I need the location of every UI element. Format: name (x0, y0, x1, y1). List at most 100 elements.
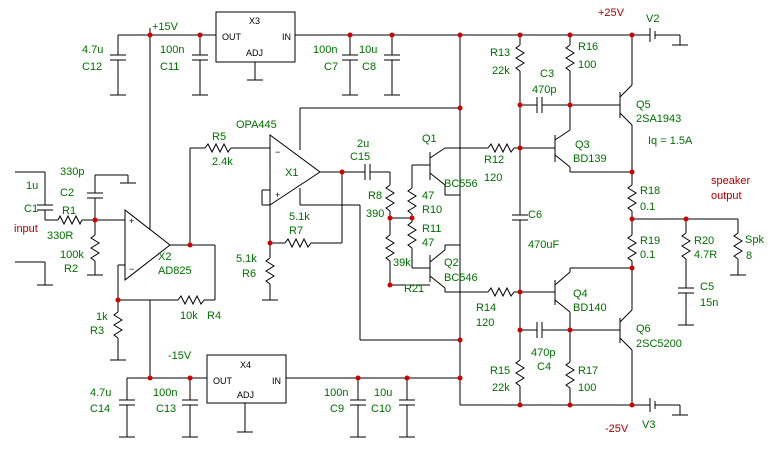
pos15-label: +15V (152, 21, 179, 33)
r4-val: 10k (180, 310, 198, 322)
x1-ref: X1 (285, 167, 298, 179)
c7-val: 100n (313, 44, 337, 56)
c8-ref: C8 (362, 61, 376, 73)
c10-val: 10u (374, 387, 392, 399)
transistor-q6 (619, 265, 633, 405)
r1-val: 330R (47, 230, 73, 242)
r5-val: 2.4k (212, 156, 233, 168)
transistor-q2 (412, 245, 488, 293)
neg15-label: -15V (168, 350, 192, 362)
c15-val: 2u (357, 138, 369, 150)
c10-ref: C10 (371, 403, 391, 415)
r15-val: 22k (492, 382, 510, 394)
r9-val: 39k (393, 257, 411, 269)
x3-out-pin: OUT (222, 32, 242, 42)
r16-val: 100 (578, 59, 596, 71)
r11-val: 47 (422, 237, 434, 249)
r8-val: 390 (366, 208, 384, 220)
r13-ref: R13 (490, 47, 510, 59)
r14-val: 120 (476, 317, 494, 329)
q2-ref: Q2 (444, 257, 459, 269)
output-label-line2: output (711, 190, 742, 202)
x2-ref: X2 (158, 251, 171, 263)
transistor-q3 (554, 105, 630, 173)
c5-val: 15n (700, 297, 718, 309)
q3-ref: Q3 (575, 139, 590, 151)
regulator-x4: OUT IN ADJ (206, 354, 287, 433)
c2-val: 330p (60, 166, 84, 178)
c5-ref: C5 (700, 281, 714, 293)
quiescent-label: Iq = 1.5A (648, 135, 693, 147)
v3-label: V3 (642, 419, 655, 431)
r17-ref: R17 (578, 365, 598, 377)
opamp-x1: − + (261, 107, 460, 341)
q3-part: BD139 (573, 153, 607, 165)
q1-ref: Q1 (422, 133, 437, 145)
c8-val: 10u (359, 44, 377, 56)
junction-dots (92, 32, 689, 408)
c13-val: 100n (153, 387, 177, 399)
c1-ref: C1 (24, 203, 38, 215)
c4-val: 470p (531, 347, 555, 359)
q4-ref: Q4 (573, 288, 588, 300)
x3-ref: X3 (249, 16, 260, 26)
c7-ref: C7 (324, 61, 338, 73)
q6-part: 2SC5200 (636, 338, 682, 350)
r10-val: 47 (422, 190, 434, 202)
c9-ref: C9 (330, 403, 344, 415)
c9-val: 100n (324, 387, 348, 399)
r20-val: 4.7R (694, 249, 717, 261)
c4-ref: C4 (537, 361, 551, 373)
r7-val: 5.1k (289, 211, 310, 223)
r2-val: 100k (60, 249, 84, 261)
r3-val: 1k (96, 311, 108, 323)
r2-ref: R2 (64, 263, 78, 275)
r11-ref: R11 (422, 223, 441, 235)
x4-ref: X4 (240, 360, 251, 370)
transistor-q5 (619, 35, 633, 185)
r10-ref: R10 (422, 204, 442, 216)
regulator-x3: OUT IN ADJ (215, 11, 296, 81)
r12-val: 120 (484, 172, 502, 184)
r21-ref: R21 (404, 283, 424, 295)
x4-in-pin: IN (272, 376, 281, 386)
labels: +15V -15V +25V -25V input speaker output… (14, 7, 764, 435)
c11-val: 100n (160, 44, 184, 56)
c1-val: 1u (26, 180, 38, 192)
x2-part: AD825 (158, 265, 192, 277)
r20-ref: R20 (694, 235, 714, 247)
r7-ref: R7 (289, 225, 303, 237)
c6-val: 470uF (528, 239, 559, 251)
r19-val: 0.1 (640, 249, 655, 261)
v2-label: V2 (646, 13, 659, 25)
c7-c8-decoupling (342, 35, 400, 96)
spk-ref: Spk (745, 234, 764, 246)
r6-val: 5.1k (236, 253, 257, 265)
c12-ref: C12 (82, 61, 102, 73)
r18-ref: R18 (640, 185, 660, 197)
r1-ref: R1 (62, 205, 76, 217)
emitter-resistors (627, 184, 637, 265)
c13-ref: C13 (156, 403, 176, 415)
c14-ref: C14 (90, 403, 110, 415)
c3-r16 (520, 35, 620, 113)
x4-out-pin: OUT (213, 376, 233, 386)
transistor-q4 (554, 267, 630, 330)
x3-in-pin: IN (282, 32, 291, 42)
neg15-rail (119, 300, 460, 438)
input-stage (15, 171, 136, 286)
r17-val: 100 (578, 382, 596, 394)
spk-val: 8 (746, 250, 752, 262)
x4-adj-pin: ADJ (237, 390, 254, 400)
c6-ref: C6 (528, 209, 542, 221)
r18-val: 0.1 (640, 201, 655, 213)
r8-ref: R8 (368, 190, 382, 202)
neg25-label: -25V (605, 423, 629, 435)
svg-text:+: + (275, 190, 280, 200)
driver-column (460, 35, 630, 406)
svg-text:−: − (275, 147, 280, 157)
svg-text:+: + (129, 216, 134, 226)
q1-part: BC556 (444, 178, 478, 190)
r3-ref: R3 (90, 325, 104, 337)
